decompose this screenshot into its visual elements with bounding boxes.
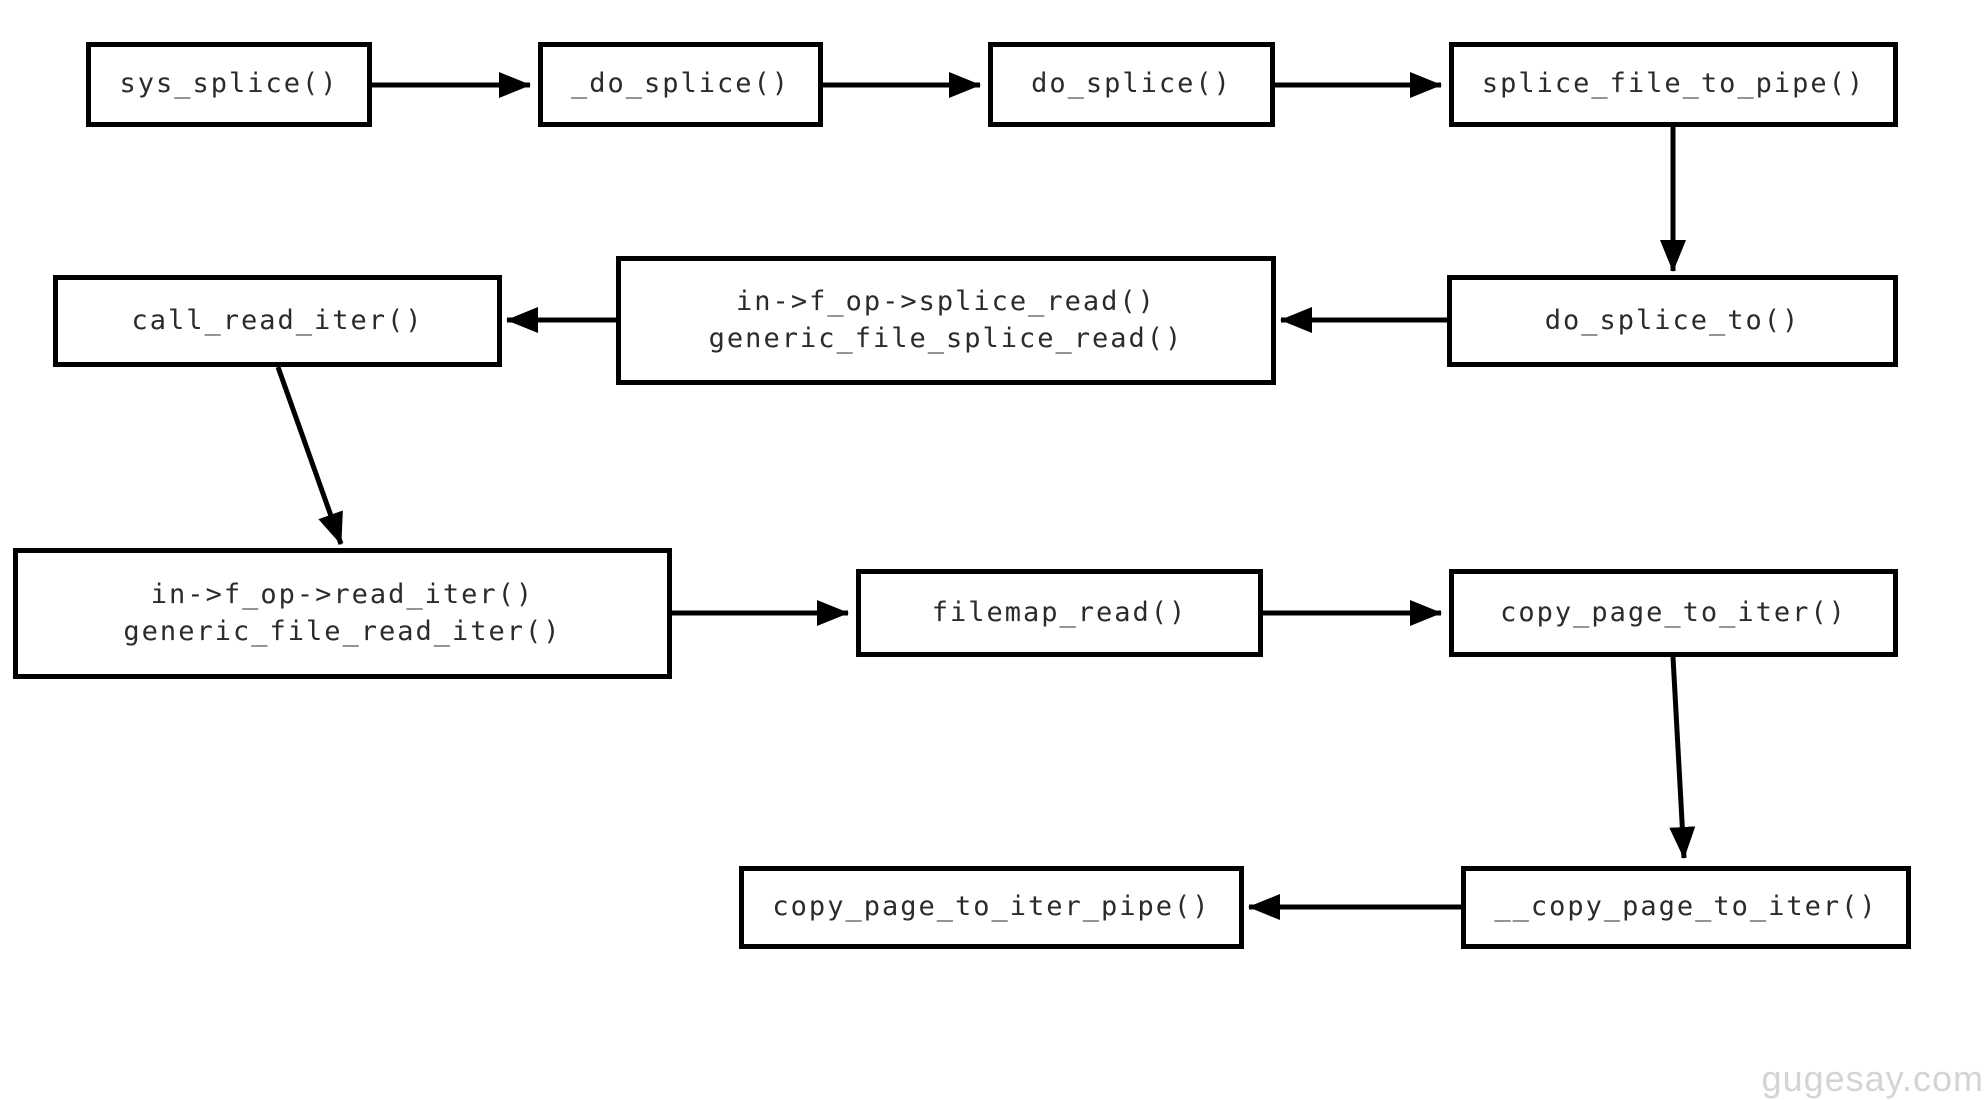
node-copy-page-to-iter: copy_page_to_iter() xyxy=(1449,569,1898,657)
node-do-splice-to: do_splice_to() xyxy=(1447,275,1898,367)
node-do-splice: do_splice() xyxy=(988,42,1275,127)
watermark: gugesay.com xyxy=(1761,1058,1984,1099)
node-call-read-iter: call_read_iter() xyxy=(53,275,502,367)
node-read-iter: in->f_op->read_iter() generic_file_read_… xyxy=(13,548,672,679)
node-uu-copy-page-to-iter: __copy_page_to_iter() xyxy=(1461,866,1911,949)
arrow-copy-page-to-iter-to-uu-copy-page-to-iter xyxy=(1669,656,1696,859)
node-copy-page-to-iter-pipe: copy_page_to_iter_pipe() xyxy=(739,866,1244,949)
node-filemap-read: filemap_read() xyxy=(856,569,1263,657)
node-splice-file-to-pipe: splice_file_to_pipe() xyxy=(1449,42,1898,127)
arrow-call-read-iter-to-read-iter xyxy=(275,366,344,545)
node-sys-splice: sys_splice() xyxy=(86,42,372,127)
node-do-splice-underscore: _do_splice() xyxy=(538,42,823,127)
node-splice-read: in->f_op->splice_read() generic_file_spl… xyxy=(616,256,1276,385)
